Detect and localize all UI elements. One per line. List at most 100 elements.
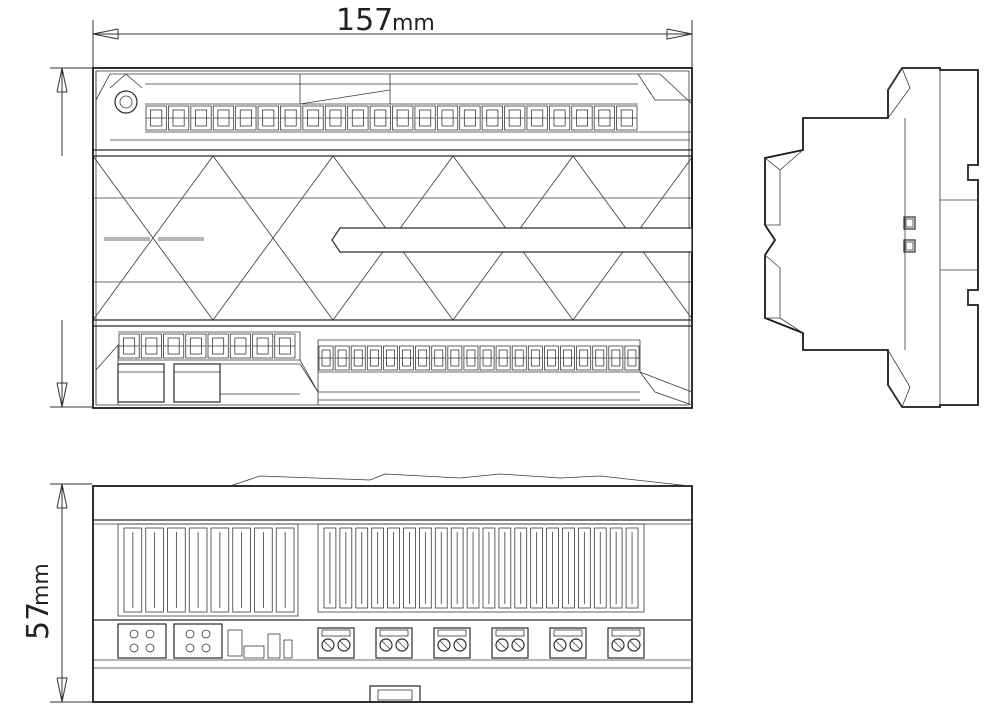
terminal-tooth xyxy=(168,105,190,131)
terminal-tooth xyxy=(369,105,391,131)
cooling-fin xyxy=(232,527,251,613)
terminal-tooth xyxy=(190,105,212,131)
terminal-tooth xyxy=(608,345,624,371)
cooling-fin xyxy=(371,527,385,609)
lower-terminal-block xyxy=(95,326,693,406)
depth-value: 57 xyxy=(21,602,56,640)
terminal-tooth xyxy=(252,333,274,359)
screw-connector xyxy=(433,627,471,659)
cooling-fin xyxy=(530,527,544,609)
terminal-tooth xyxy=(163,333,185,359)
terminal-tooth xyxy=(350,345,366,371)
lower-left-terminal-teeth xyxy=(118,333,296,359)
cooling-fin xyxy=(546,527,559,609)
cooling-fin xyxy=(275,527,295,613)
front-view xyxy=(0,67,753,409)
width-dimension: 157 mm xyxy=(92,3,693,68)
terminal-tooth xyxy=(593,105,615,131)
screw-connector xyxy=(607,627,645,659)
cooling-fin xyxy=(188,527,208,613)
terminal-tooth xyxy=(318,345,334,371)
terminal-tooth xyxy=(511,345,527,371)
terminal-tooth xyxy=(185,333,207,359)
upper-terminal-teeth xyxy=(145,105,638,131)
cooling-fin xyxy=(498,527,512,609)
bottom-view xyxy=(92,473,693,703)
terminal-tooth xyxy=(459,105,481,131)
cooling-fin xyxy=(145,527,164,613)
terminal-tooth xyxy=(479,345,495,371)
depth-unit: mm xyxy=(29,563,54,606)
cooling-fin xyxy=(210,527,230,613)
side-buttons xyxy=(903,216,916,253)
terminal-tooth xyxy=(140,333,162,359)
cooling-fin xyxy=(625,527,639,609)
cooling-fin xyxy=(609,527,623,609)
terminal-tooth xyxy=(495,345,511,371)
terminal-tooth xyxy=(235,105,257,131)
terminal-tooth xyxy=(118,333,140,359)
terminal-tooth xyxy=(624,345,640,371)
terminal-tooth xyxy=(302,105,324,131)
cooling-fin xyxy=(578,527,591,609)
terminal-tooth xyxy=(392,105,414,131)
terminal-tooth xyxy=(592,345,608,371)
cooling-fin xyxy=(387,527,400,609)
left-plug-connectors xyxy=(117,623,293,659)
terminal-tooth xyxy=(504,105,526,131)
terminal-tooth xyxy=(560,345,576,371)
cooling-fin xyxy=(466,527,480,609)
terminal-tooth xyxy=(481,105,503,131)
bottom-right-fins xyxy=(323,527,639,609)
front-cover-pattern xyxy=(0,155,753,327)
cooling-fin xyxy=(254,527,273,613)
terminal-tooth xyxy=(436,105,459,131)
cooling-fin xyxy=(339,527,353,609)
terminal-tooth xyxy=(229,333,251,359)
terminal-tooth xyxy=(548,105,571,131)
terminal-tooth xyxy=(571,105,593,131)
terminal-tooth xyxy=(274,333,296,359)
terminal-tooth xyxy=(415,345,431,371)
terminal-tooth xyxy=(334,345,350,371)
cooling-fin xyxy=(562,527,575,609)
terminal-tooth xyxy=(544,345,559,371)
cooling-fin xyxy=(123,527,143,613)
terminal-tooth xyxy=(399,345,415,371)
screw-connector xyxy=(375,627,413,659)
screw-connector xyxy=(549,627,587,659)
terminal-tooth xyxy=(414,105,436,131)
din-clip xyxy=(369,685,421,702)
cooling-fin xyxy=(167,527,186,613)
width-unit: mm xyxy=(392,11,435,36)
terminal-tooth xyxy=(366,345,382,371)
terminal-tooth xyxy=(145,105,167,131)
terminal-tooth xyxy=(257,105,279,131)
cooling-fin xyxy=(434,527,448,609)
cooling-fin xyxy=(355,527,369,609)
screw-connector xyxy=(317,627,355,659)
screw-connector xyxy=(491,627,529,659)
terminal-tooth xyxy=(431,345,447,371)
width-value: 157 xyxy=(336,3,393,38)
lower-right-terminal-teeth xyxy=(318,345,640,371)
cooling-fin xyxy=(418,527,432,609)
terminal-tooth xyxy=(447,345,463,371)
terminal-tooth xyxy=(616,105,638,131)
cooling-fin xyxy=(593,527,607,609)
screw-connectors xyxy=(317,627,645,659)
cooling-fin xyxy=(323,527,337,609)
upper-terminal-block xyxy=(93,71,693,157)
cooling-fin xyxy=(450,527,464,609)
terminal-tooth xyxy=(527,345,543,371)
cooling-fin xyxy=(403,527,416,609)
terminal-tooth xyxy=(382,345,398,371)
terminal-tooth xyxy=(463,345,479,371)
terminal-tooth xyxy=(207,333,229,359)
terminal-tooth xyxy=(324,105,347,131)
terminal-tooth xyxy=(280,105,302,131)
terminal-tooth xyxy=(526,105,548,131)
cooling-fin xyxy=(482,527,496,609)
bottom-left-fins xyxy=(123,527,295,613)
